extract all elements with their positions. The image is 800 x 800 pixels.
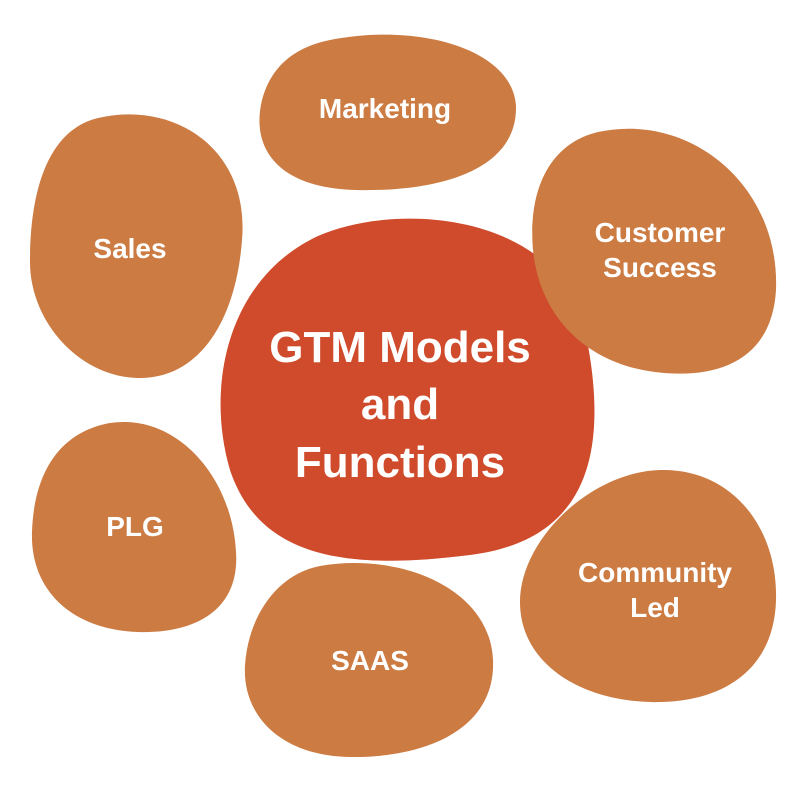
community-led-line-2: Led	[630, 592, 680, 623]
customer-success-blob	[532, 128, 777, 374]
saas-blob	[244, 563, 494, 758]
center-label-line-1: GTM Models	[269, 323, 531, 373]
community-led-blob	[520, 469, 777, 703]
center-blob	[220, 218, 595, 561]
plg-text: PLG	[106, 510, 164, 542]
sales-text: Sales	[93, 232, 167, 264]
saas-text: SAAS	[331, 644, 409, 676]
customer-success-line-2: Success	[603, 252, 717, 283]
sales-blob	[30, 114, 243, 378]
center-label: GTM Models and Functions	[210, 300, 590, 510]
marketing-label: Marketing	[255, 80, 515, 136]
plg-label: PLG	[40, 498, 230, 554]
customer-success-line-1: Customer	[594, 217, 726, 248]
community-led-line-1: Community	[578, 557, 732, 588]
center-label-line-2: and	[360, 380, 440, 430]
customer-success-label: Customer Success	[545, 205, 775, 295]
marketing-text: Marketing	[318, 92, 452, 124]
saas-label: SAAS	[255, 632, 485, 688]
center-label-line-3: Functions	[294, 437, 506, 487]
plg-blob	[31, 421, 237, 633]
marketing-blob	[259, 34, 516, 191]
sales-label: Sales	[40, 220, 220, 276]
community-led-label: Community Led	[540, 545, 770, 635]
